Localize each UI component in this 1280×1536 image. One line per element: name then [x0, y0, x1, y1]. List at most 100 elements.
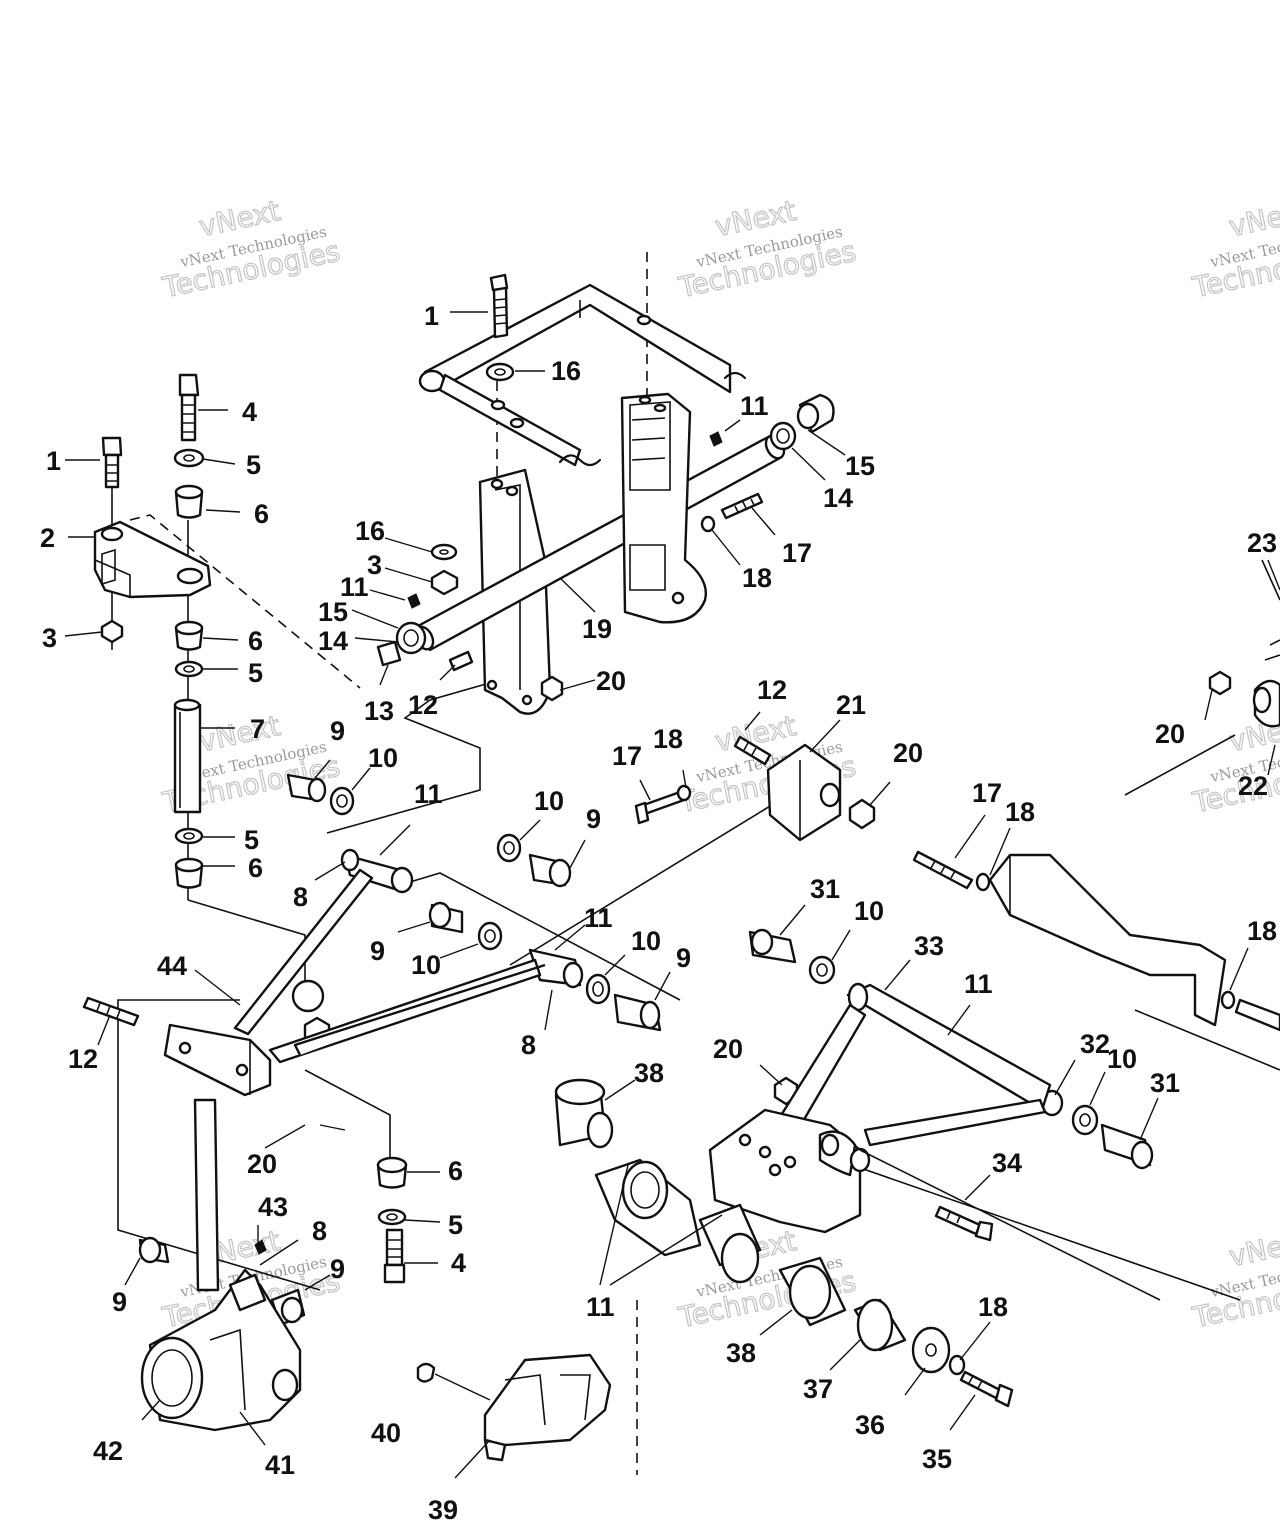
callout-7: 7	[250, 714, 265, 744]
callout-10: 10	[854, 896, 884, 926]
watermark-line1: vNext	[1226, 1224, 1280, 1273]
callout-1: 1	[46, 446, 61, 476]
callout-5: 5	[244, 825, 259, 855]
callout-18: 18	[742, 563, 772, 593]
callout-5: 5	[448, 1210, 463, 1240]
callout-10: 10	[411, 950, 441, 980]
callout-12: 12	[757, 675, 787, 705]
protector	[483, 1353, 612, 1462]
callout-11: 11	[964, 969, 993, 999]
callout-20: 20	[596, 666, 626, 696]
callout-9: 9	[330, 1254, 345, 1284]
torque-arm	[988, 853, 1227, 1027]
callout-11: 11	[586, 1292, 615, 1322]
callout-10: 10	[1107, 1044, 1137, 1074]
callout-19: 19	[582, 614, 612, 644]
callout-12: 12	[68, 1044, 98, 1074]
watermark: vNext vNext Technologies Technologies	[1189, 193, 1280, 305]
watermark: vNext vNext Technologies Technologies	[675, 193, 860, 305]
callout-20: 20	[893, 738, 923, 768]
callout-42: 42	[93, 1436, 123, 1466]
bushing-set	[138, 773, 1154, 1327]
callout-34: 34	[992, 1148, 1022, 1178]
callout-18: 18	[1247, 916, 1277, 946]
callout-16: 16	[355, 516, 385, 546]
upper-a-arm	[163, 848, 584, 1097]
callout-11: 11	[740, 391, 769, 421]
callout-11: 11	[414, 779, 443, 809]
callout-4: 4	[242, 397, 257, 427]
callout-31: 31	[1150, 1068, 1180, 1098]
callout-6: 6	[248, 853, 263, 883]
callout-40: 40	[371, 1418, 401, 1448]
spindle-knuckle	[140, 1098, 302, 1432]
washers-nuts	[100, 362, 1236, 1376]
callout-32: 32	[1080, 1029, 1110, 1059]
callout-15: 15	[318, 597, 348, 627]
clevis-bracket	[766, 743, 842, 842]
callout-13: 13	[364, 696, 394, 726]
callout-43: 43	[258, 1192, 288, 1222]
parts	[82, 273, 1280, 1462]
callout-22: 22	[1238, 771, 1268, 801]
callout-16: 16	[551, 356, 581, 386]
watermark-line1: vNext	[1226, 194, 1280, 243]
callout-36: 36	[855, 1410, 885, 1440]
callout-5: 5	[246, 450, 261, 480]
callout-10: 10	[631, 926, 661, 956]
callout-18: 18	[653, 724, 683, 754]
callout-9: 9	[370, 936, 385, 966]
callout-4: 4	[451, 1248, 466, 1278]
callout-8: 8	[312, 1216, 327, 1246]
callout-20: 20	[247, 1149, 277, 1179]
callout-5: 5	[248, 658, 263, 688]
watermark: vNext vNext Technologies Technologies	[159, 193, 344, 305]
callout-17: 17	[972, 778, 1002, 808]
callout-18: 18	[978, 1292, 1008, 1322]
callout-8: 8	[521, 1030, 536, 1060]
callout-38: 38	[634, 1058, 664, 1088]
callout-18: 18	[1005, 797, 1035, 827]
bushing-right	[769, 393, 835, 451]
callout-8: 8	[293, 882, 308, 912]
callout-2: 2	[40, 523, 55, 553]
callout-3: 3	[42, 623, 57, 653]
callout-15: 15	[845, 451, 875, 481]
spacer-tube	[173, 698, 202, 814]
callout-12: 12	[408, 690, 438, 720]
callout-9: 9	[586, 804, 601, 834]
callout-10: 10	[534, 786, 564, 816]
leader-lines	[64, 311, 1280, 1479]
callout-20: 20	[1155, 719, 1185, 749]
callout-1: 1	[424, 301, 439, 331]
callout-38: 38	[726, 1338, 756, 1368]
callout-9: 9	[676, 943, 691, 973]
callout-10: 10	[368, 743, 398, 773]
right-partial	[1252, 639, 1280, 728]
right-hanger	[620, 392, 707, 624]
callout-17: 17	[612, 741, 642, 771]
callout-14: 14	[823, 483, 853, 513]
callout-23: 23	[1247, 528, 1277, 558]
callout-37: 37	[803, 1374, 833, 1404]
callout-9: 9	[112, 1287, 127, 1317]
callout-44: 44	[157, 951, 187, 981]
callout-11: 11	[584, 903, 613, 933]
callout-11: 11	[340, 572, 369, 602]
callout-17: 17	[782, 538, 812, 568]
callout-6: 6	[248, 626, 263, 656]
hanger-block	[93, 520, 212, 599]
frame-rails	[418, 283, 747, 467]
watermark: vNext vNext Technologies Technologies	[1189, 1223, 1280, 1335]
callout-31: 31	[810, 874, 840, 904]
callout-3: 3	[367, 550, 382, 580]
callout-21: 21	[836, 690, 866, 720]
callout-35: 35	[922, 1444, 952, 1474]
callout-14: 14	[318, 626, 348, 656]
bolts	[82, 273, 1280, 1408]
callout-41: 41	[265, 1450, 295, 1480]
callout-6: 6	[254, 499, 269, 529]
callout-20: 20	[713, 1034, 743, 1064]
callouts: 1 16 11 15 14 17 18 4 5 6 1 2 16 3 11 15…	[40, 301, 1277, 1525]
